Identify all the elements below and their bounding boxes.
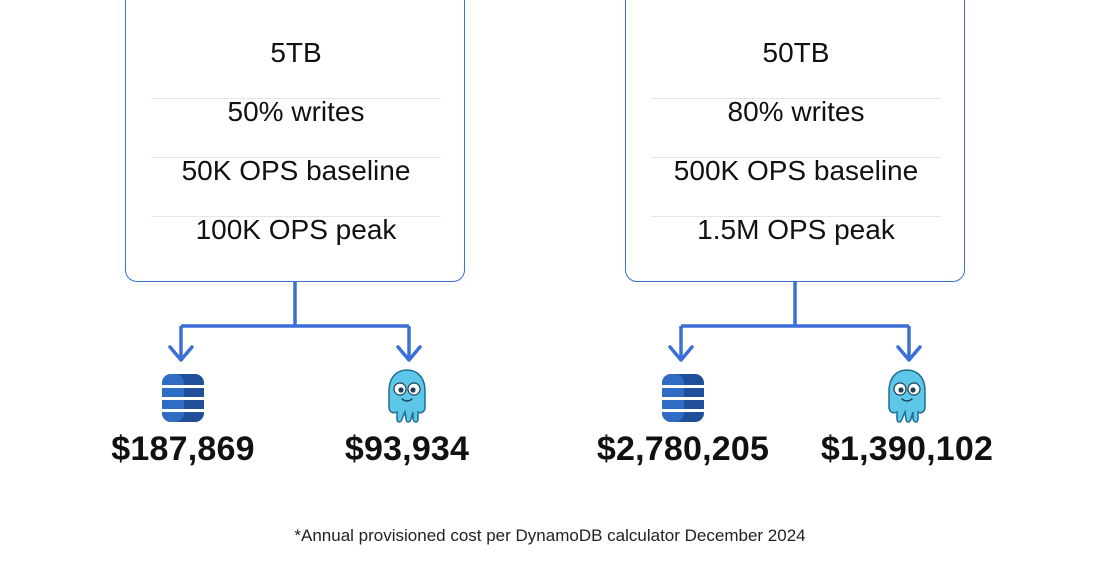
spec-baseline: 500K OPS baseline bbox=[651, 155, 941, 217]
spec-box: 5TB 50% writes 50K OPS baseline 100K OPS… bbox=[125, 0, 465, 282]
footnote: *Annual provisioned cost per DynamoDB ca… bbox=[294, 526, 806, 545]
branch-connector bbox=[668, 282, 922, 362]
spec-baseline: 50K OPS baseline bbox=[151, 155, 441, 217]
scenario-panel-1: 5TB 50% writes 50K OPS baseline 100K OPS… bbox=[45, 0, 545, 520]
dynamodb-database-icon bbox=[162, 374, 204, 422]
scylladb-cost: $93,934 bbox=[344, 430, 470, 468]
spec-writes: 80% writes bbox=[651, 96, 941, 158]
dynamodb-cost: $187,869 bbox=[111, 430, 255, 468]
spec-peak: 100K OPS peak bbox=[195, 214, 397, 245]
branch-connector bbox=[168, 282, 422, 362]
spec-box: 50TB 80% writes 500K OPS baseline 1.5M O… bbox=[625, 0, 965, 282]
dynamodb-cost: $2,780,205 bbox=[596, 430, 770, 468]
spec-size: 50TB bbox=[651, 37, 941, 99]
arrow-down-icon bbox=[396, 345, 422, 362]
scylladb-octopus-icon bbox=[888, 369, 926, 423]
spec-writes: 50% writes bbox=[151, 96, 441, 158]
spec-size: 5TB bbox=[151, 37, 441, 99]
scylladb-cost: $1,390,102 bbox=[820, 430, 994, 468]
dynamodb-database-icon bbox=[662, 374, 704, 422]
scenario-panel-2: 50TB 80% writes 500K OPS baseline 1.5M O… bbox=[545, 0, 1045, 520]
spec-peak: 1.5M OPS peak bbox=[697, 214, 895, 245]
arrow-down-icon bbox=[896, 345, 922, 362]
scylladb-octopus-icon bbox=[388, 369, 426, 423]
arrow-down-icon bbox=[668, 345, 694, 362]
arrow-down-icon bbox=[168, 345, 194, 362]
